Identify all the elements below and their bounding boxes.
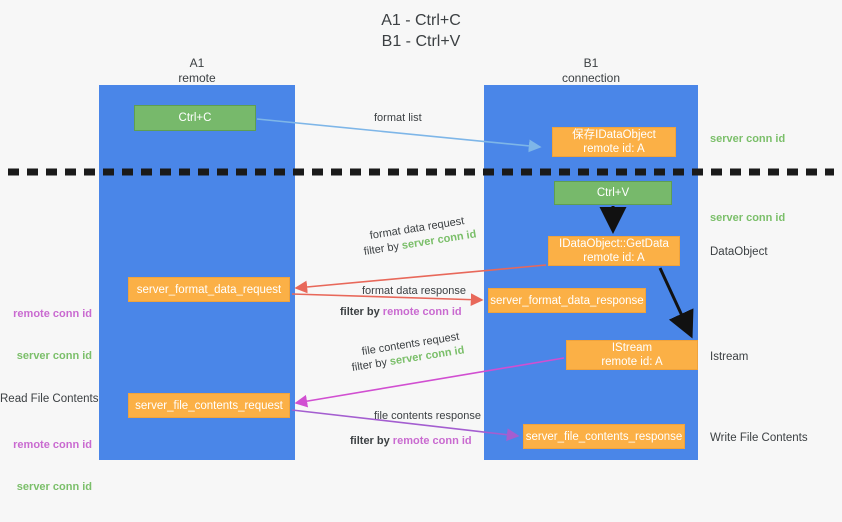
label-format-data-response-filter: filter by remote conn id bbox=[340, 305, 462, 320]
arrow-getdata-to-istream bbox=[658, 267, 694, 339]
filter-value-remote-conn-id: remote conn id bbox=[382, 306, 462, 318]
filter-value-remote-conn-id: remote conn id bbox=[392, 435, 472, 447]
label-file-contents-response-text: file contents response bbox=[374, 410, 482, 422]
label-format-data-response: format data response bbox=[362, 284, 466, 299]
node-server-file-contents-response[interactable]: server_file_contents_response bbox=[523, 424, 685, 449]
arrow-file-contents-response bbox=[291, 409, 520, 442]
label-file-contents-response: file contents response bbox=[374, 409, 481, 424]
annotation-read-file-contents: Read File Contents bbox=[0, 393, 99, 405]
annotation-remote-conn-id-upper: remote conn id bbox=[13, 308, 92, 320]
connector-layer bbox=[8, 118, 834, 442]
filter-prefix: filter by bbox=[340, 306, 383, 318]
annotation-conn-ids-upper: remote conn id server conn id bbox=[0, 279, 92, 391]
node-ctrl-c[interactable]: Ctrl+C bbox=[134, 105, 256, 131]
annotation-server-conn-id-lower: server conn id bbox=[16, 481, 92, 493]
node-istream[interactable]: IStream remote id: A bbox=[566, 340, 698, 370]
annotation-dataobject: DataObject bbox=[710, 246, 768, 258]
arrow-format-data-response bbox=[291, 293, 484, 307]
filter-prefix: filter by bbox=[350, 435, 393, 447]
annotation-write-file-contents: Write File Contents bbox=[710, 432, 808, 444]
annotation-conn-ids-lower: remote conn id server conn id bbox=[0, 410, 92, 522]
node-save-idataobject[interactable]: 保存IDataObject remote id: A bbox=[552, 127, 676, 157]
node-server-format-data-response[interactable]: server_format_data_response bbox=[488, 288, 646, 313]
annotation-server-conn-id-upper: server conn id bbox=[16, 350, 92, 362]
lane-b-header: B1 connection bbox=[561, 56, 621, 85]
node-idataobject-getdata[interactable]: IDataObject::GetData remote id: A bbox=[548, 236, 680, 266]
label-format-data-response-text: format data response bbox=[362, 285, 466, 297]
lane-a-header: A1 remote bbox=[178, 56, 216, 85]
annotation-server-conn-id-second: server conn id bbox=[710, 212, 786, 224]
arrow-file-contents-request bbox=[294, 357, 565, 408]
label-file-contents-response-filter: filter by remote conn id bbox=[350, 434, 472, 449]
node-ctrl-v[interactable]: Ctrl+V bbox=[554, 181, 672, 205]
diagram-canvas: A1 - Ctrl+C B1 - Ctrl+V A1 remote B1 con… bbox=[0, 12, 834, 493]
arrow-format-data-request bbox=[294, 264, 547, 294]
annotation-remote-conn-id-lower: remote conn id bbox=[13, 439, 92, 451]
node-server-format-data-request[interactable]: server_format_data_request bbox=[128, 277, 290, 302]
annotation-istream: Istream bbox=[710, 351, 749, 363]
label-format-list: format list bbox=[374, 112, 422, 124]
node-server-file-contents-request[interactable]: server_file_contents_request bbox=[128, 393, 290, 418]
page-title: A1 - Ctrl+C B1 - Ctrl+V bbox=[381, 12, 461, 50]
arrow-format-list bbox=[256, 118, 542, 153]
node-layer: Ctrl+C 保存IDataObject remote id: A Ctrl+V… bbox=[128, 105, 698, 449]
annotation-server-conn-id-top: server conn id bbox=[710, 133, 786, 145]
